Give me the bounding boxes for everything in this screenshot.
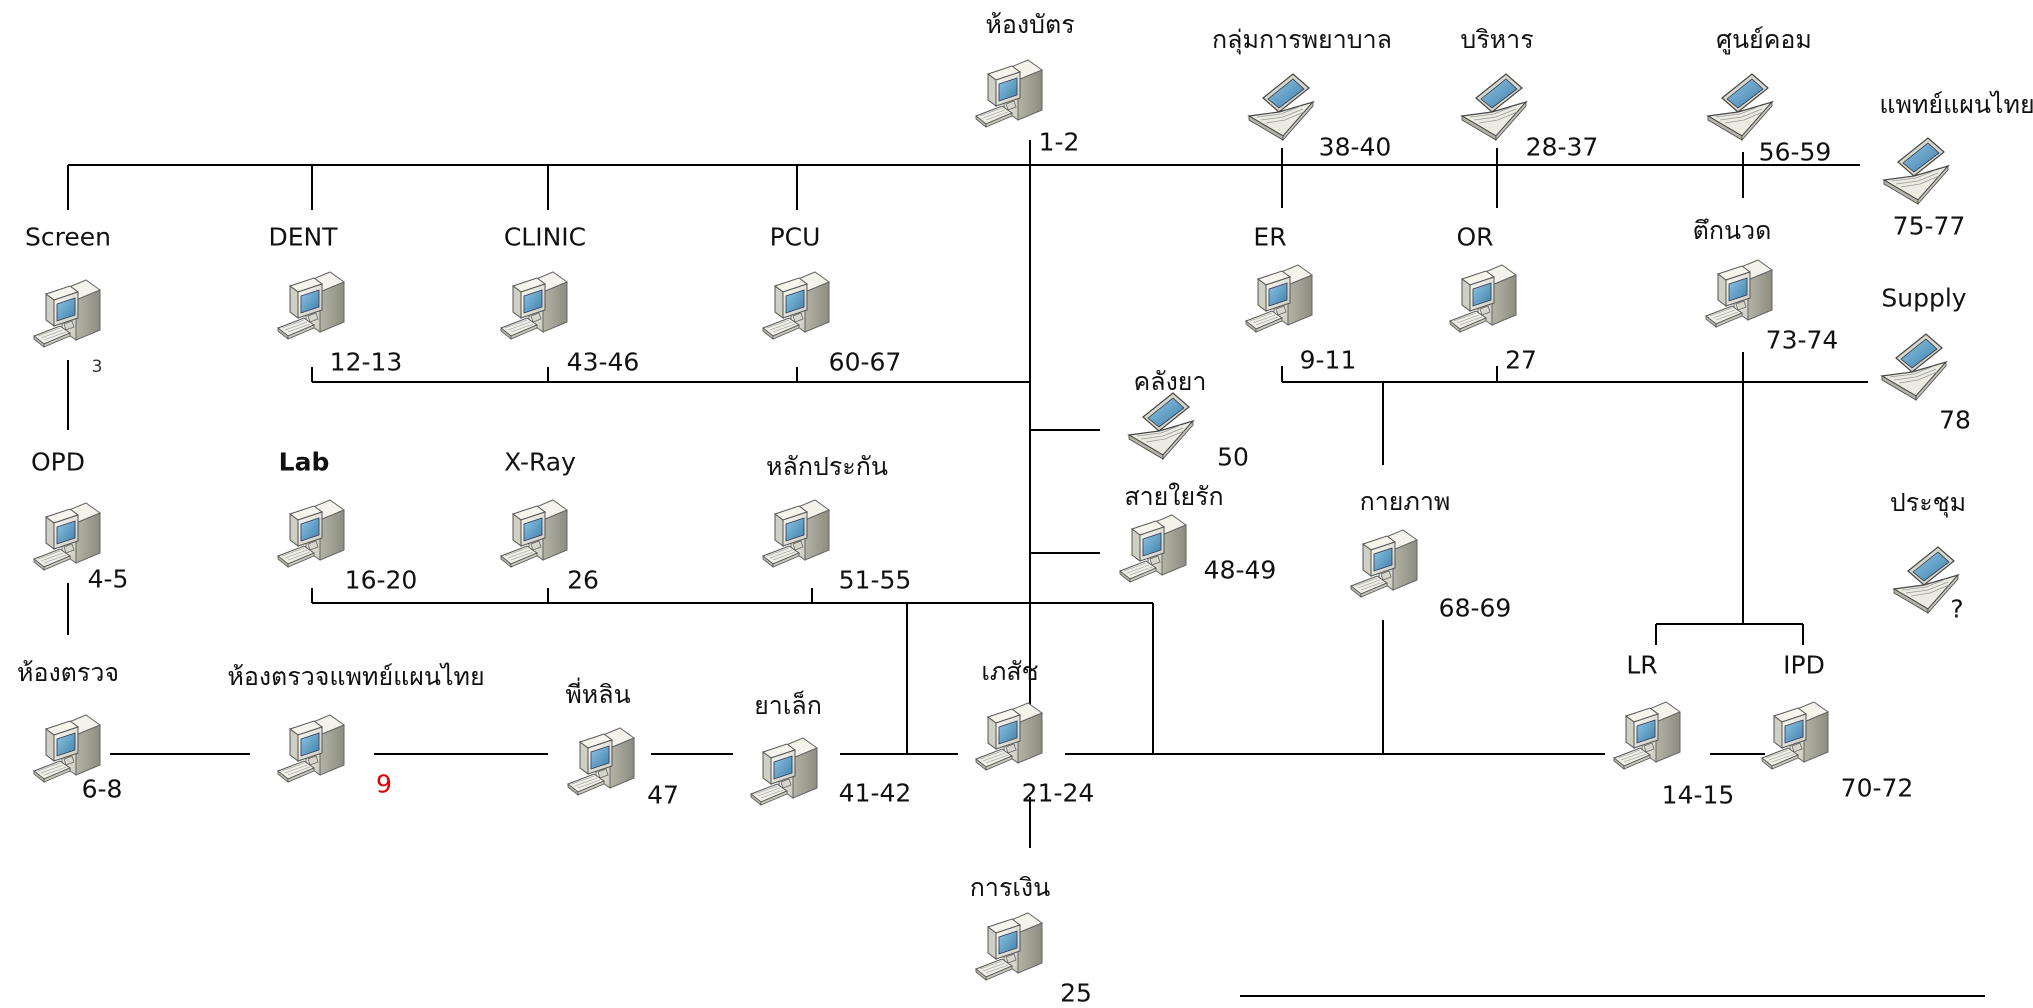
node-label: ยาเล็ก (754, 691, 822, 720)
node-ip-range: 56-59 (1758, 137, 1832, 167)
node-ip-range: 6-8 (81, 774, 123, 804)
node-ip-range: 47 (647, 780, 679, 810)
node-ip-range: 75-77 (1892, 211, 1966, 241)
node-label: สายใยรัก (1124, 482, 1224, 511)
node-ip-range: 27 (1505, 345, 1537, 375)
node-ip-range: 12-13 (329, 347, 403, 377)
node-label: Lab (278, 447, 330, 477)
node-label: ตึกนวด (1692, 216, 1772, 245)
node-ip-range: ? (1950, 594, 1964, 624)
node-label: ER (1253, 222, 1287, 252)
node-label: บริหาร (1460, 25, 1534, 54)
node-label: OR (1456, 222, 1494, 252)
node-label: DENT (268, 222, 338, 252)
node-ip-range: 70-72 (1840, 773, 1914, 803)
node-label: CLINIC (503, 222, 587, 252)
node-label: OPD (30, 447, 86, 477)
node-ip-range: 4-5 (87, 564, 129, 594)
node-ip-range: 50 (1217, 442, 1249, 472)
node-label: ห้องบัตร (985, 10, 1075, 39)
node-ip-range: 9-11 (1299, 345, 1357, 375)
node-label: PCU (769, 222, 821, 252)
node-ip-range: 28-37 (1525, 132, 1599, 162)
node-ip-range: 41-42 (838, 778, 912, 808)
node-label: หลักประกัน (766, 452, 888, 481)
node-label: พี่หลิน (565, 680, 631, 709)
node-ip-range: 3 (91, 357, 103, 377)
node-ip-range: 68-69 (1438, 593, 1512, 623)
node-ip-range: 16-20 (344, 565, 418, 595)
node-label: เภสัช (981, 657, 1039, 686)
node-label: แพทย์แผนไทย (1879, 90, 2033, 119)
node-label: Supply (1881, 283, 1967, 313)
node-ip-range: 78 (1939, 405, 1971, 435)
node-label: ศูนย์คอม (1716, 25, 1812, 54)
node-ip-range: 9 (376, 769, 392, 799)
node-ip-range: 26 (567, 565, 599, 595)
node-label: คลังยา (1133, 367, 1207, 396)
node-label: ห้องตรวจแพทย์แผนไทย (227, 662, 485, 691)
node-label: ประชุม (1889, 488, 1967, 517)
node-ip-range: 43-46 (566, 347, 640, 377)
node-ip-range: 21-24 (1021, 778, 1095, 808)
node-ip-range: 25 (1060, 978, 1092, 1008)
node-ip-range: 51-55 (838, 565, 912, 595)
node-ip-range: 1-2 (1038, 127, 1080, 157)
node-label: กายภาพ (1359, 487, 1451, 516)
node-ip-range: 73-74 (1765, 325, 1839, 355)
node-ip-range: 38-40 (1318, 132, 1392, 162)
node-label: การเงิน (969, 873, 1051, 902)
node-label: ห้องตรวจ (16, 658, 120, 687)
node-ip-range: 14-15 (1661, 780, 1735, 810)
node-label: Screen (25, 222, 111, 252)
node-label: กลุ่มการพยาบาล (1212, 25, 1392, 54)
node-ip-range: 60-67 (828, 347, 902, 377)
node-label: X-Ray (504, 447, 576, 477)
node-label: LR (1626, 650, 1658, 680)
node-ip-range: 48-49 (1203, 555, 1277, 585)
node-label: IPD (1783, 650, 1825, 680)
